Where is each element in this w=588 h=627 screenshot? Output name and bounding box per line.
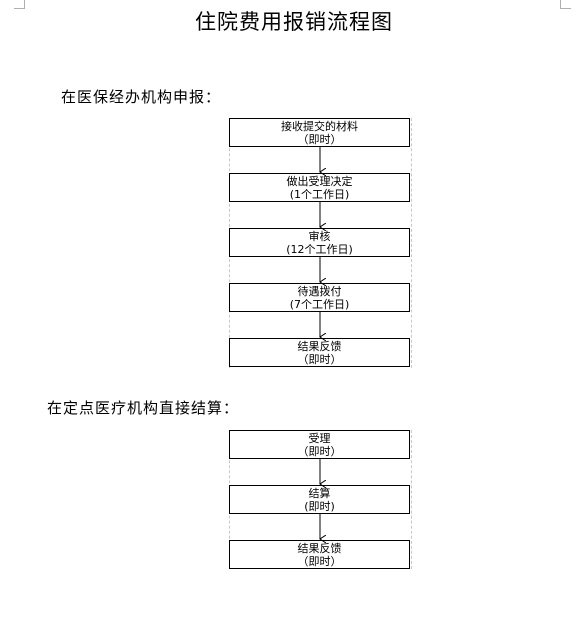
flow-step-result-feedback: 结果反馈 （即时） — [229, 540, 410, 569]
flow-step-label: 结果反馈 — [297, 541, 342, 555]
flow-step-duration: (12个工作日) — [286, 242, 353, 256]
flow-step-label: 待遇拨付 — [297, 284, 342, 298]
flow-step-label: 结果反馈 — [297, 339, 342, 353]
flow-step-receive-materials: 接收提交的材料 （即时） — [229, 118, 410, 147]
section-heading-agency: 在医保经办机构申报： — [61, 88, 222, 106]
flow-step-duration: （即时） — [297, 444, 342, 458]
flow-step-duration: (7个工作日) — [289, 297, 350, 311]
flow-step-accept: 受理 （即时） — [229, 430, 410, 459]
flow-step-duration: (即时) — [304, 499, 335, 513]
page-title: 住院费用报销流程图 — [195, 10, 393, 34]
flow-step-feedback: 结果反馈 （即时） — [229, 338, 410, 367]
page-corner-mark-left — [14, 0, 25, 9]
flow-step-label: 受理 — [308, 431, 331, 445]
section-heading-hospital: 在定点医疗机构直接结算： — [47, 399, 240, 417]
flow-step-duration: (1个工作日) — [289, 187, 350, 201]
flow-step-duration: （即时） — [297, 352, 342, 366]
flow-step-duration: （即时） — [297, 554, 342, 568]
flow-step-duration: （即时） — [297, 132, 342, 146]
flow-step-payment: 待遇拨付 (7个工作日) — [229, 283, 410, 312]
page-corner-mark-right — [560, 0, 571, 9]
flow-step-label: 接收提交的材料 — [281, 119, 358, 133]
flow-step-label: 审核 — [308, 229, 331, 243]
flow-step-label: 做出受理决定 — [286, 174, 353, 188]
flow-step-label: 结算 — [308, 486, 331, 500]
flow-step-review: 审核 (12个工作日) — [229, 228, 410, 257]
